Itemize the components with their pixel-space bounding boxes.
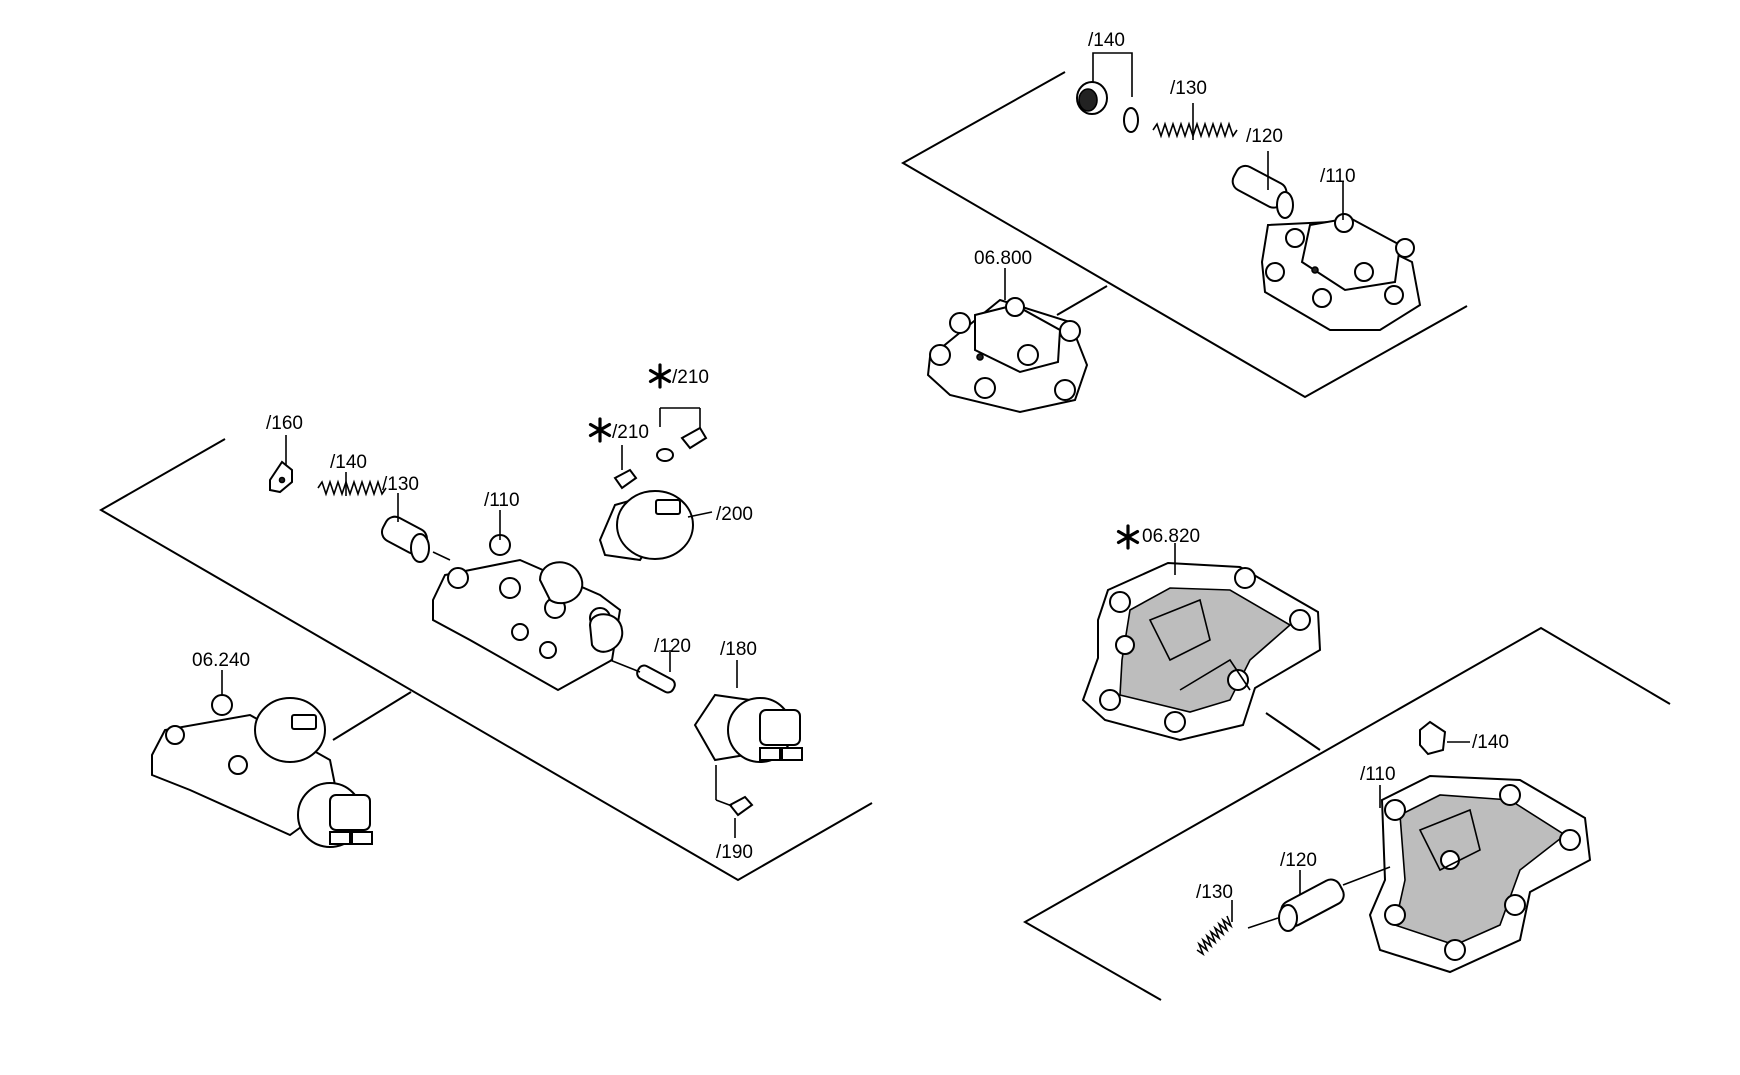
label-190: /190 [716,842,753,863]
screw-210-a [656,426,708,462]
screw-210-b [613,468,638,490]
plate-06820 [1081,561,1322,742]
label-110-top: /110 [1320,166,1356,187]
label-06240: 06.240 [192,650,250,671]
assembly-bottom-right [1022,626,1671,1001]
star-icon [1116,524,1140,550]
screw-190 [728,795,754,817]
label-210-b: /210 [612,422,649,443]
clip-140-br [1419,720,1447,756]
label-120-br: /120 [1280,850,1317,871]
label-120-top: /120 [1246,126,1283,147]
label-06820: 06.820 [1142,526,1200,547]
solenoid-200 [598,490,694,562]
plane-left [98,438,873,882]
label-110-br: /110 [1360,764,1396,785]
piston-120-br [1278,878,1345,932]
label-140-left: /140 [330,452,367,473]
assembly-top-right [900,52,1468,414]
piston-130-left [380,515,430,563]
plug-140-top [1076,81,1139,133]
spring-140-left [317,479,387,497]
plane-top-right [900,71,1468,399]
plane-link-top-right [1056,285,1108,316]
label-06800: 06.800 [974,248,1032,269]
label-120-left: /120 [654,636,691,657]
label-180: /180 [720,639,757,660]
label-130-br: /130 [1196,882,1233,903]
spring-130-top [1152,121,1238,139]
plate-160 [269,460,293,494]
star-icon [588,417,612,443]
assembly-left [98,407,873,882]
solenoid-180 [693,693,803,763]
pin-120-left [636,664,676,694]
plane-link-left [332,691,412,741]
label-160: /160 [266,413,303,434]
label-140-top: /140 [1088,30,1125,51]
label-210-a: /210 [672,367,709,388]
plate-110-br [1368,774,1592,974]
star-icon [648,363,672,389]
plane-bottom-right [1022,626,1671,1001]
label-130-top: /130 [1170,78,1207,99]
plane-link-bottom-right [1265,712,1321,751]
housing-06800 [926,297,1089,414]
bracket-140-top [1092,52,1133,97]
housing-110-left [432,534,624,692]
housing-110-top [1260,213,1422,331]
spring-130-br [1196,915,1233,957]
label-200: /200 [716,504,753,525]
label-130-left: /130 [382,474,419,495]
piston-120-top [1231,164,1294,219]
assembly-06240 [151,694,373,848]
label-140-br: /140 [1472,732,1509,753]
label-110-left: /110 [484,490,520,511]
